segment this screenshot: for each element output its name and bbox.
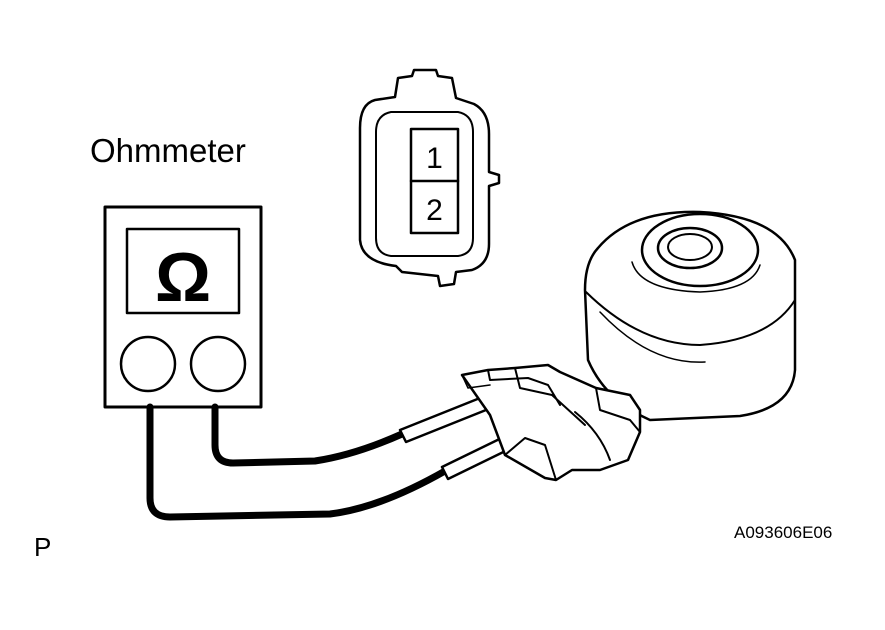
ohm-symbol: Ω [155, 238, 211, 316]
connector-face-icon: 1 2 [358, 68, 501, 288]
connector-pin-1: 1 [426, 142, 443, 175]
meter-title: Ohmmeter [90, 132, 246, 169]
connector-pin-2: 2 [426, 194, 443, 227]
meter-jack-right [189, 335, 247, 393]
figure-code: A093606E06 [734, 523, 833, 542]
ohmmeter-icon: Ω [103, 205, 263, 409]
lead-wire-lower [146, 403, 449, 521]
corner-letter: P [34, 532, 52, 562]
meter-jack-left [119, 335, 177, 393]
lead-wire-upper [211, 403, 406, 467]
knock-sensor-icon [460, 210, 797, 482]
